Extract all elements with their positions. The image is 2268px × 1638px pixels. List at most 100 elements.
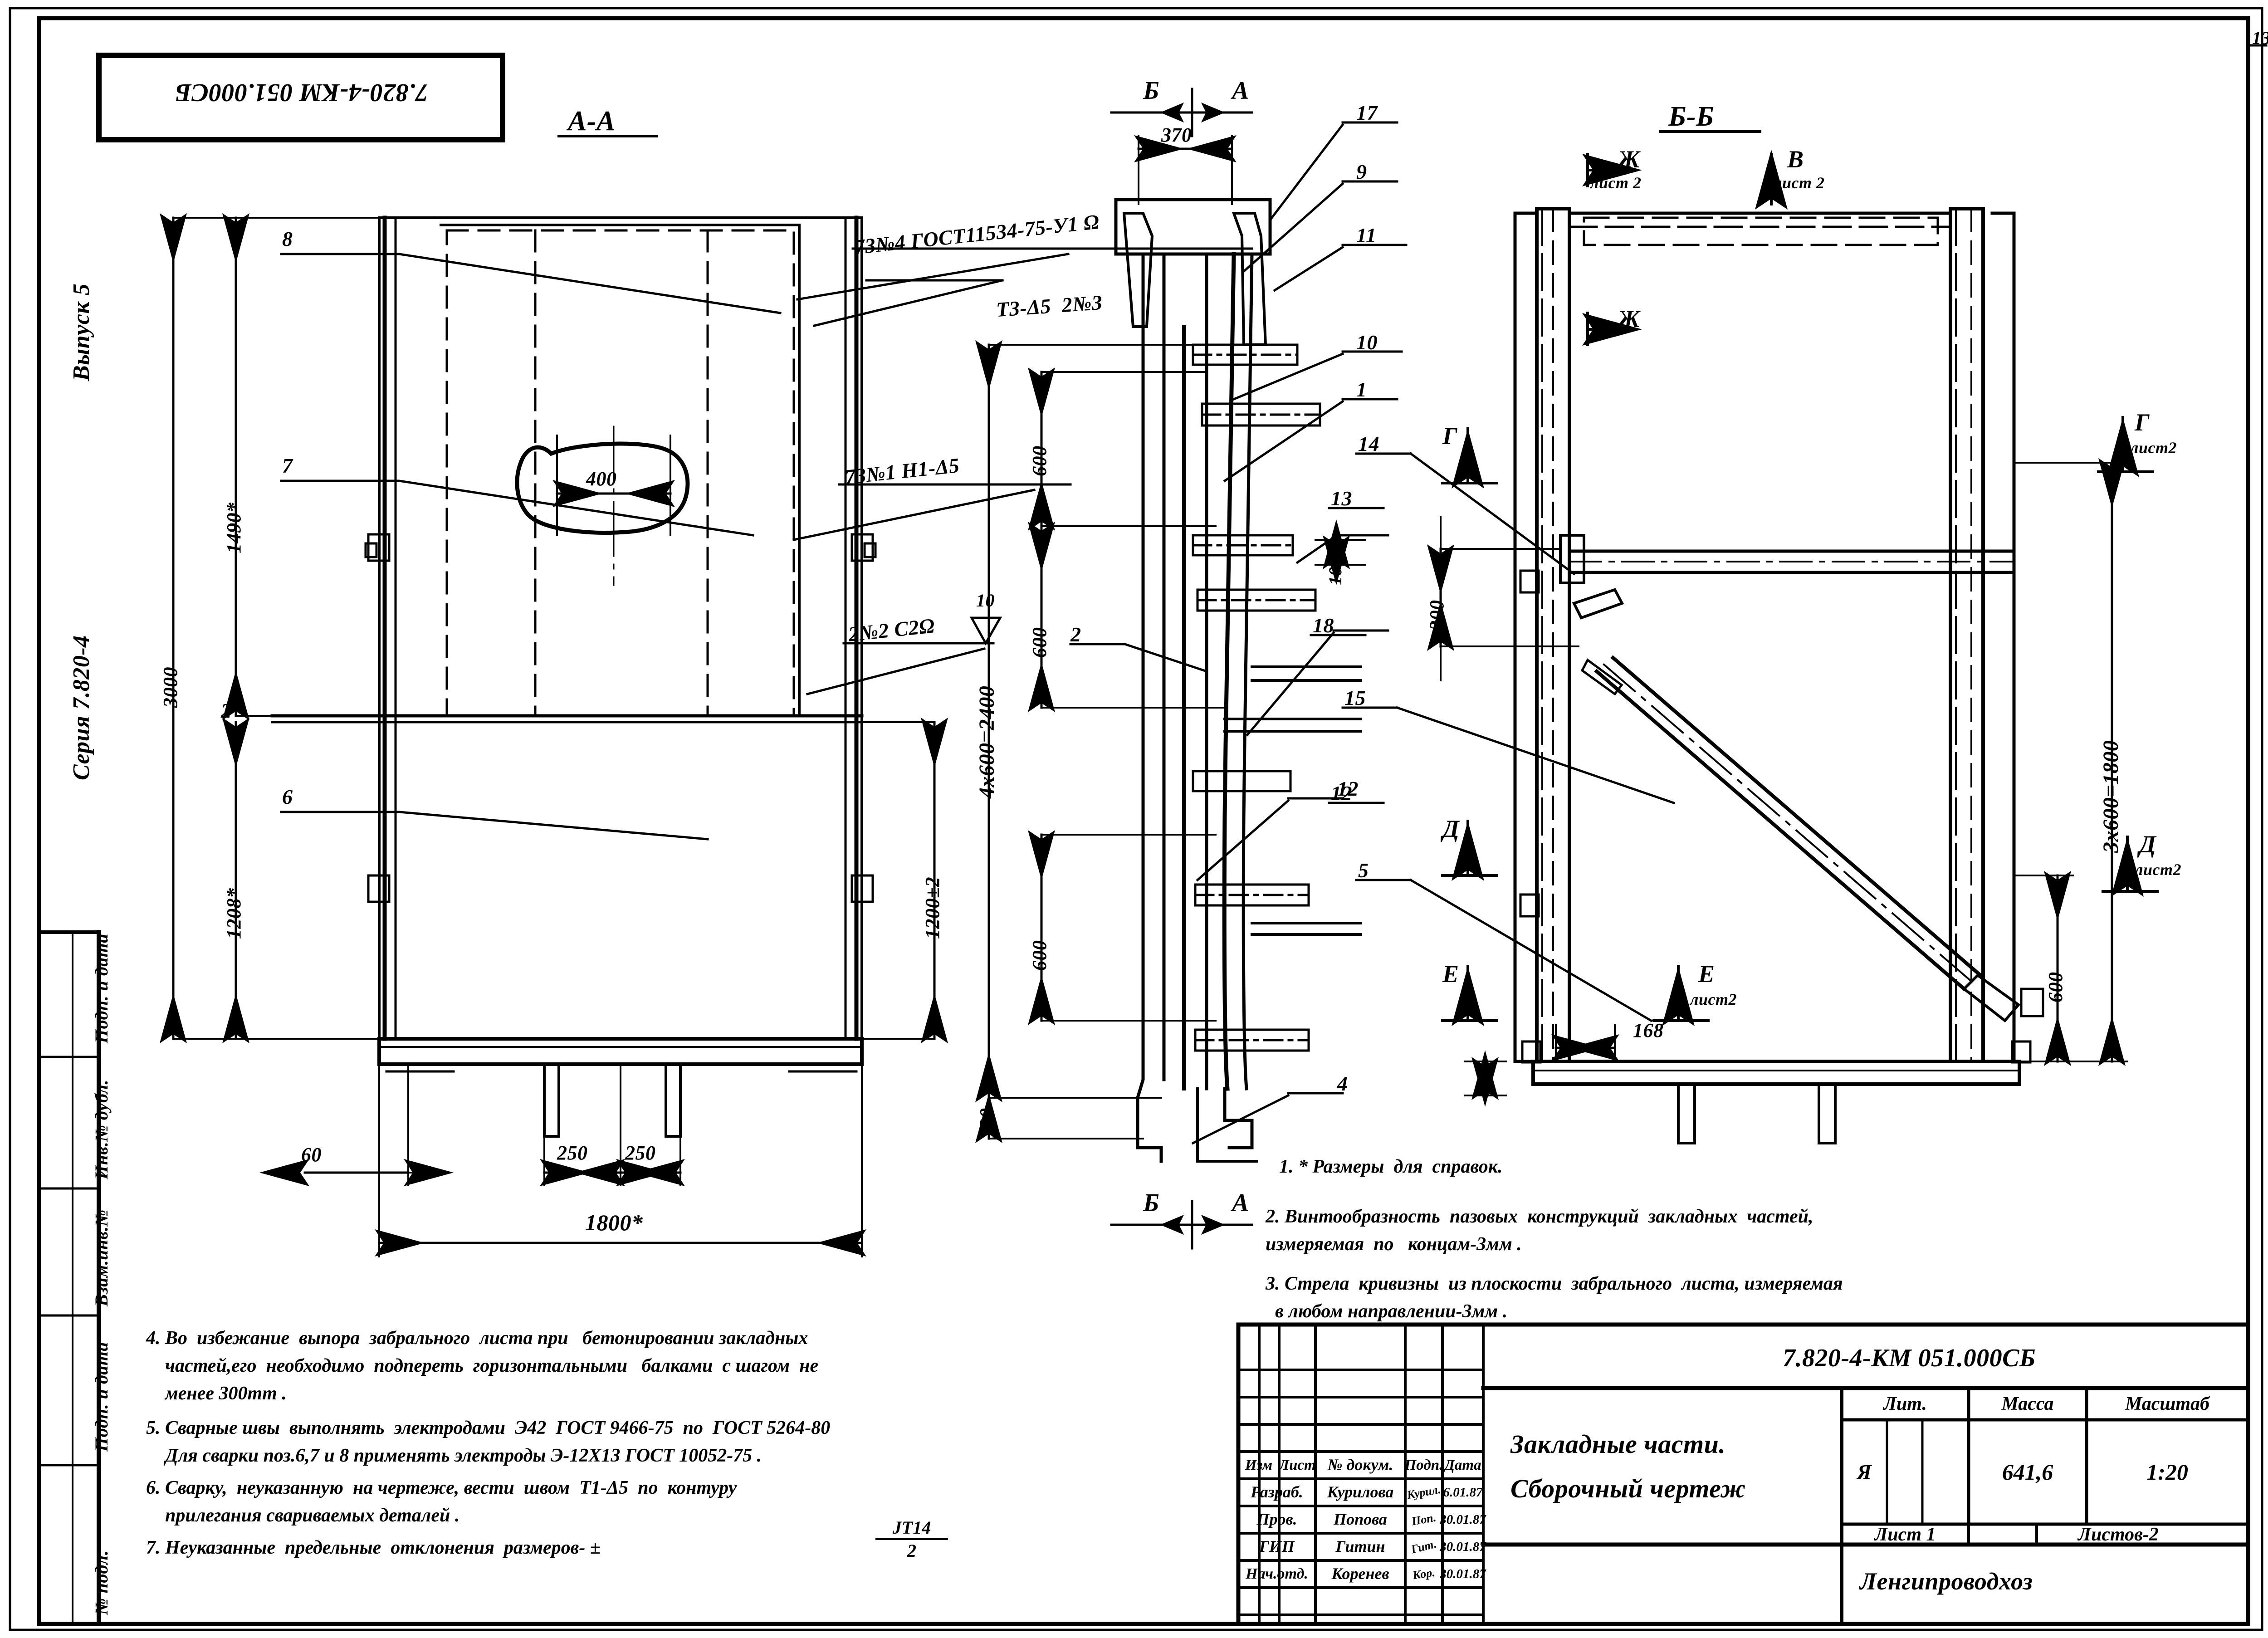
- tb-name-1: Попова: [1334, 1510, 1387, 1529]
- section-sheet-v: лист 2: [1774, 174, 1825, 192]
- section-sheet-e-right: лист2: [1690, 990, 1737, 1008]
- dim-1490: 1490*: [223, 502, 245, 554]
- section-mark-zh-2: Ж: [1618, 305, 1641, 332]
- tb-date-3: 30.01.87: [1440, 1566, 1486, 1581]
- section-mark-b-top: Б: [1143, 77, 1160, 105]
- tb-title-line1: Закладные части.: [1510, 1429, 1726, 1459]
- series-label: Серия 7.820-4: [68, 635, 94, 780]
- dim-250-b: 250: [625, 1142, 656, 1164]
- dim-600-bb: 600: [2044, 972, 2067, 1003]
- tb-head-scale: Масштаб: [2125, 1393, 2209, 1414]
- dim-3x600: 3х600=1800: [2099, 740, 2123, 853]
- view-title-b-b: Б-Б: [1668, 101, 1714, 132]
- tb-date-2: 30.01.87: [1440, 1539, 1486, 1554]
- dim-4x600: 4х600=2400: [975, 685, 999, 798]
- callout-2-mid: 2: [1070, 623, 1081, 646]
- tb-val-scale: 1:20: [2146, 1459, 2188, 1485]
- section-mark-d-left: Д: [1442, 815, 1460, 842]
- dim-370: 370: [1161, 124, 1192, 146]
- section-mark-v: В: [1787, 146, 1804, 173]
- section-mark-g-left: Г: [1442, 422, 1458, 450]
- dim-250-a: 250: [557, 1142, 588, 1164]
- note-6: 6. Сварку, неуказанную на чертеже, вести…: [146, 1477, 737, 1526]
- dim-1800: 1800*: [585, 1210, 643, 1235]
- view-title-a-a: А-А: [568, 106, 616, 137]
- callout-14: 14: [1358, 432, 1379, 455]
- tb-val-mass: 641,6: [2002, 1459, 2053, 1485]
- tb-sheet-label: Лист 1: [1874, 1524, 1936, 1545]
- dim-1208: 1208*: [223, 888, 245, 939]
- tb-head-data: Дата: [1444, 1457, 1481, 1473]
- tb-name-2: Гитин: [1335, 1537, 1385, 1556]
- dim-120: 120: [976, 1108, 998, 1139]
- margin-block-1: Инв.№ дубл.: [91, 1080, 112, 1179]
- callout-7: 7: [282, 454, 293, 477]
- dim-168: 168: [1633, 1019, 1664, 1041]
- section-mark-a-top: А: [1232, 77, 1249, 105]
- tb-date-0: 6.01.87: [1443, 1485, 1483, 1500]
- margin-block-4: № подл.: [91, 1550, 112, 1615]
- dim-600-a: 600: [1028, 445, 1051, 477]
- section-mark-d-right: Д: [2139, 831, 2156, 858]
- tb-head-izm: Изм: [1245, 1457, 1273, 1473]
- tb-date-1: 30.01.87: [1440, 1512, 1486, 1527]
- note-7-fraction: JT14 2: [875, 1517, 948, 1561]
- callout-18: 18: [1313, 614, 1334, 637]
- callout-9: 9: [1356, 160, 1367, 183]
- dim-10-bb: 10: [1325, 567, 1345, 585]
- callout-5: 5: [1358, 859, 1369, 882]
- note-2: 2. Винтообразность пазовых конструкций з…: [1266, 1206, 1813, 1255]
- section-sheet-zh-1: лист 2: [1590, 174, 1642, 192]
- margin-block-2: Взам.инв.№: [91, 1209, 112, 1306]
- dim-400: 400: [586, 468, 617, 490]
- dim-600-c: 600: [1028, 940, 1051, 971]
- dim-60: 60: [301, 1144, 322, 1166]
- margin-block-0: Подп. и дата: [91, 934, 112, 1043]
- tb-role-3: Нач.отд.: [1246, 1565, 1308, 1583]
- note-1: 1. * Размеры для справок.: [1279, 1156, 1503, 1177]
- callout-15: 15: [1344, 686, 1366, 709]
- callout-8: 8: [282, 227, 293, 250]
- weld-size-10: 10: [976, 590, 995, 611]
- dim-1200pm2: 1200±2: [921, 876, 943, 939]
- section-mark-e-left: Е: [1442, 960, 1459, 988]
- dim-200: 200: [1426, 600, 1448, 631]
- page-number: 13: [2252, 28, 2268, 48]
- callout-10: 10: [1356, 331, 1378, 354]
- callout-17: 17: [1356, 101, 1378, 124]
- tb-head-podp: Подп.: [1404, 1457, 1443, 1473]
- tb-head-docnum: № докум.: [1327, 1456, 1393, 1474]
- section-mark-e-right: Е: [1698, 960, 1715, 988]
- tb-head-list: Лист: [1279, 1457, 1316, 1473]
- tb-doc-code: 7.820-4-КМ 051.000СБ: [1783, 1344, 2036, 1372]
- tb-head-lit: Лит.: [1883, 1393, 1927, 1414]
- section-mark-zh-1: Ж: [1618, 146, 1641, 173]
- callout-11: 11: [1356, 224, 1377, 247]
- issue-label: Выпуск 5: [68, 283, 94, 381]
- margin-block-3: Подп. и дата: [91, 1342, 112, 1452]
- callout-6: 6: [282, 785, 293, 808]
- note-7: 7. Неуказанные предельные отклонения раз…: [146, 1537, 601, 1558]
- tb-role-0: Разраб.: [1251, 1483, 1303, 1501]
- tb-val-lit: Я: [1857, 1460, 1872, 1483]
- section-mark-a-bottom: А: [1232, 1189, 1249, 1217]
- tb-sheets-label: Листов-2: [2078, 1524, 2159, 1545]
- dim-3000: 3000: [159, 667, 181, 708]
- note-3: 3. Стрела кривизны из плоскости забральн…: [1266, 1273, 1843, 1322]
- section-mark-b-bottom: Б: [1143, 1189, 1160, 1217]
- section-sheet-d-right: лист2: [2135, 861, 2181, 879]
- tb-head-mass: Масса: [2001, 1393, 2054, 1414]
- callout-1: 1: [1356, 378, 1367, 401]
- note-4: 4. Во избежание выпора забрального листа…: [146, 1328, 819, 1404]
- dim-600-b: 600: [1028, 627, 1051, 658]
- note-7-fraction-denominator: 2: [875, 1538, 948, 1561]
- section-sheet-g-right: лист2: [2130, 439, 2177, 457]
- callout-2-left: 2: [221, 699, 232, 722]
- callout-12-bb: 12: [1331, 782, 1352, 805]
- tb-role-2: ГИП: [1259, 1537, 1295, 1556]
- tb-title-line2: Сборочный чертеж: [1510, 1474, 1746, 1503]
- tb-name-3: Коренев: [1331, 1565, 1389, 1583]
- dim-9: 9: [1473, 1087, 1493, 1097]
